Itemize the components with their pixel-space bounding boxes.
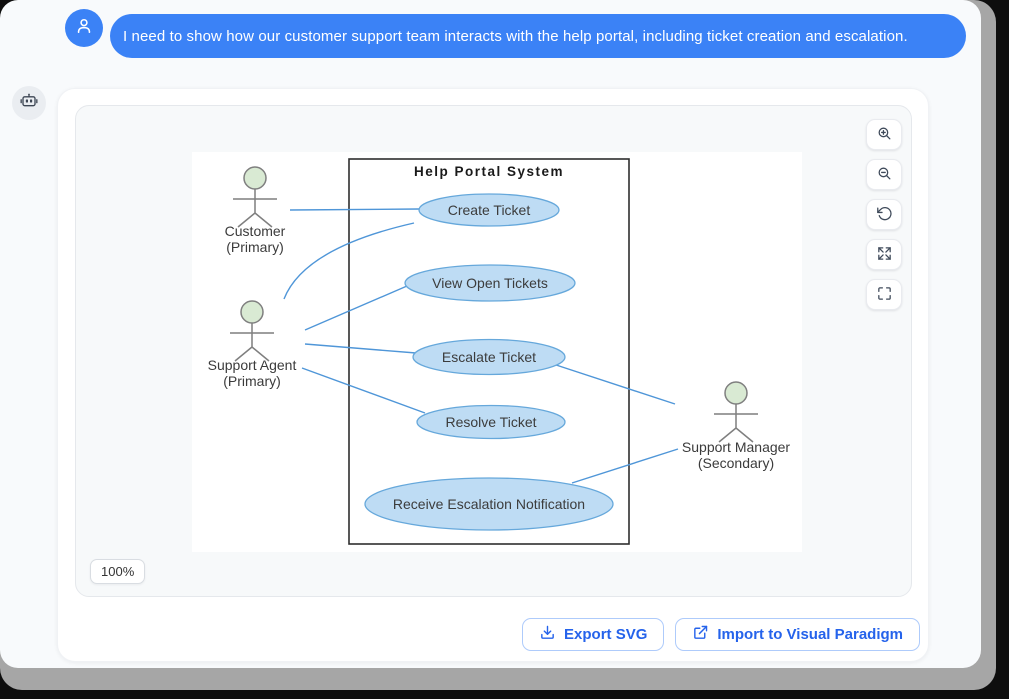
zoom-in-icon [876, 125, 893, 145]
robot-icon [19, 91, 39, 116]
use-case-diagram: Help Portal System Create T [208, 158, 791, 545]
assoc-customer-create-ticket [289, 208, 420, 211]
assoc-agent-resolve-ticket [301, 367, 426, 414]
user-message-bubble: I need to show how our customer support … [110, 14, 966, 58]
assoc-agent-view-open-tickets [304, 285, 408, 331]
bot-avatar [12, 86, 46, 120]
user-avatar [65, 9, 103, 47]
fullscreen-button[interactable] [866, 279, 902, 310]
actions-row: Export SVG Import to Visual Paradigm [522, 618, 920, 651]
usecase-resolve-ticket-label: Resolve Ticket [445, 414, 536, 430]
fullscreen-brackets-icon [876, 285, 893, 305]
assoc-agent-create-ticket [283, 222, 415, 300]
expand-arrows-icon [876, 245, 893, 265]
actor-customer: Customer (Primary) [225, 166, 286, 255]
usecase-view-open-tickets-label: View Open Tickets [432, 275, 548, 291]
person-icon [74, 16, 94, 41]
zoom-out-icon [876, 165, 893, 185]
actor-customer-stereotype: (Primary) [226, 239, 284, 255]
import-to-visual-paradigm-button[interactable]: Import to Visual Paradigm [675, 618, 920, 651]
zoom-in-button[interactable] [866, 119, 902, 150]
zoom-out-button[interactable] [866, 159, 902, 190]
assoc-agent-escalate-ticket [304, 343, 417, 354]
rotate-ccw-icon [876, 205, 893, 225]
external-link-icon [692, 624, 709, 645]
usecase-resolve-ticket [416, 404, 566, 440]
association-lines [283, 208, 679, 484]
usecase-view-open-tickets [404, 264, 576, 302]
actor-support-agent: Support Agent (Primary) [208, 300, 297, 389]
usecase-receive-escalation-notification-label: Receive Escalation Notification [393, 496, 585, 512]
usecase-create-ticket [418, 193, 560, 227]
actor-support-manager-name: Support Manager [682, 439, 791, 455]
assistant-card: Help Portal System Create T [57, 88, 929, 662]
app-page: I need to show how our customer support … [0, 0, 981, 668]
actor-support-manager-stereotype: (Secondary) [698, 455, 774, 471]
usecase-escalate-ticket [412, 338, 566, 376]
usecase-create-ticket-label: Create Ticket [448, 202, 531, 218]
usecase-receive-escalation-notification [364, 477, 614, 531]
zoom-level-badge: 100% [90, 559, 146, 584]
use-case-diagram-canvas[interactable]: Help Portal System Create T [192, 152, 802, 552]
viewer-controls [866, 119, 902, 310]
actor-support-manager: Support Manager (Secondary) [682, 381, 791, 471]
diagram-panel: Help Portal System Create T [75, 105, 912, 597]
system-boundary-title: Help Portal System [414, 164, 564, 179]
system-boundary [348, 158, 630, 545]
actor-customer-name: Customer [225, 223, 286, 239]
usecase-escalate-ticket-label: Escalate Ticket [442, 349, 536, 365]
actor-support-agent-stereotype: (Primary) [223, 373, 281, 389]
reset-view-button[interactable] [866, 199, 902, 230]
export-svg-button[interactable]: Export SVG [522, 618, 665, 651]
actor-support-agent-name: Support Agent [208, 357, 297, 373]
use-cases: Create Ticket View Open Tickets Escalate… [364, 193, 614, 531]
assoc-manager-receive-notification [571, 448, 679, 484]
import-to-visual-paradigm-label: Import to Visual Paradigm [717, 626, 903, 643]
assoc-escalate-manager [549, 362, 676, 405]
expand-button[interactable] [866, 239, 902, 270]
export-svg-label: Export SVG [564, 626, 648, 643]
download-icon [539, 624, 556, 645]
